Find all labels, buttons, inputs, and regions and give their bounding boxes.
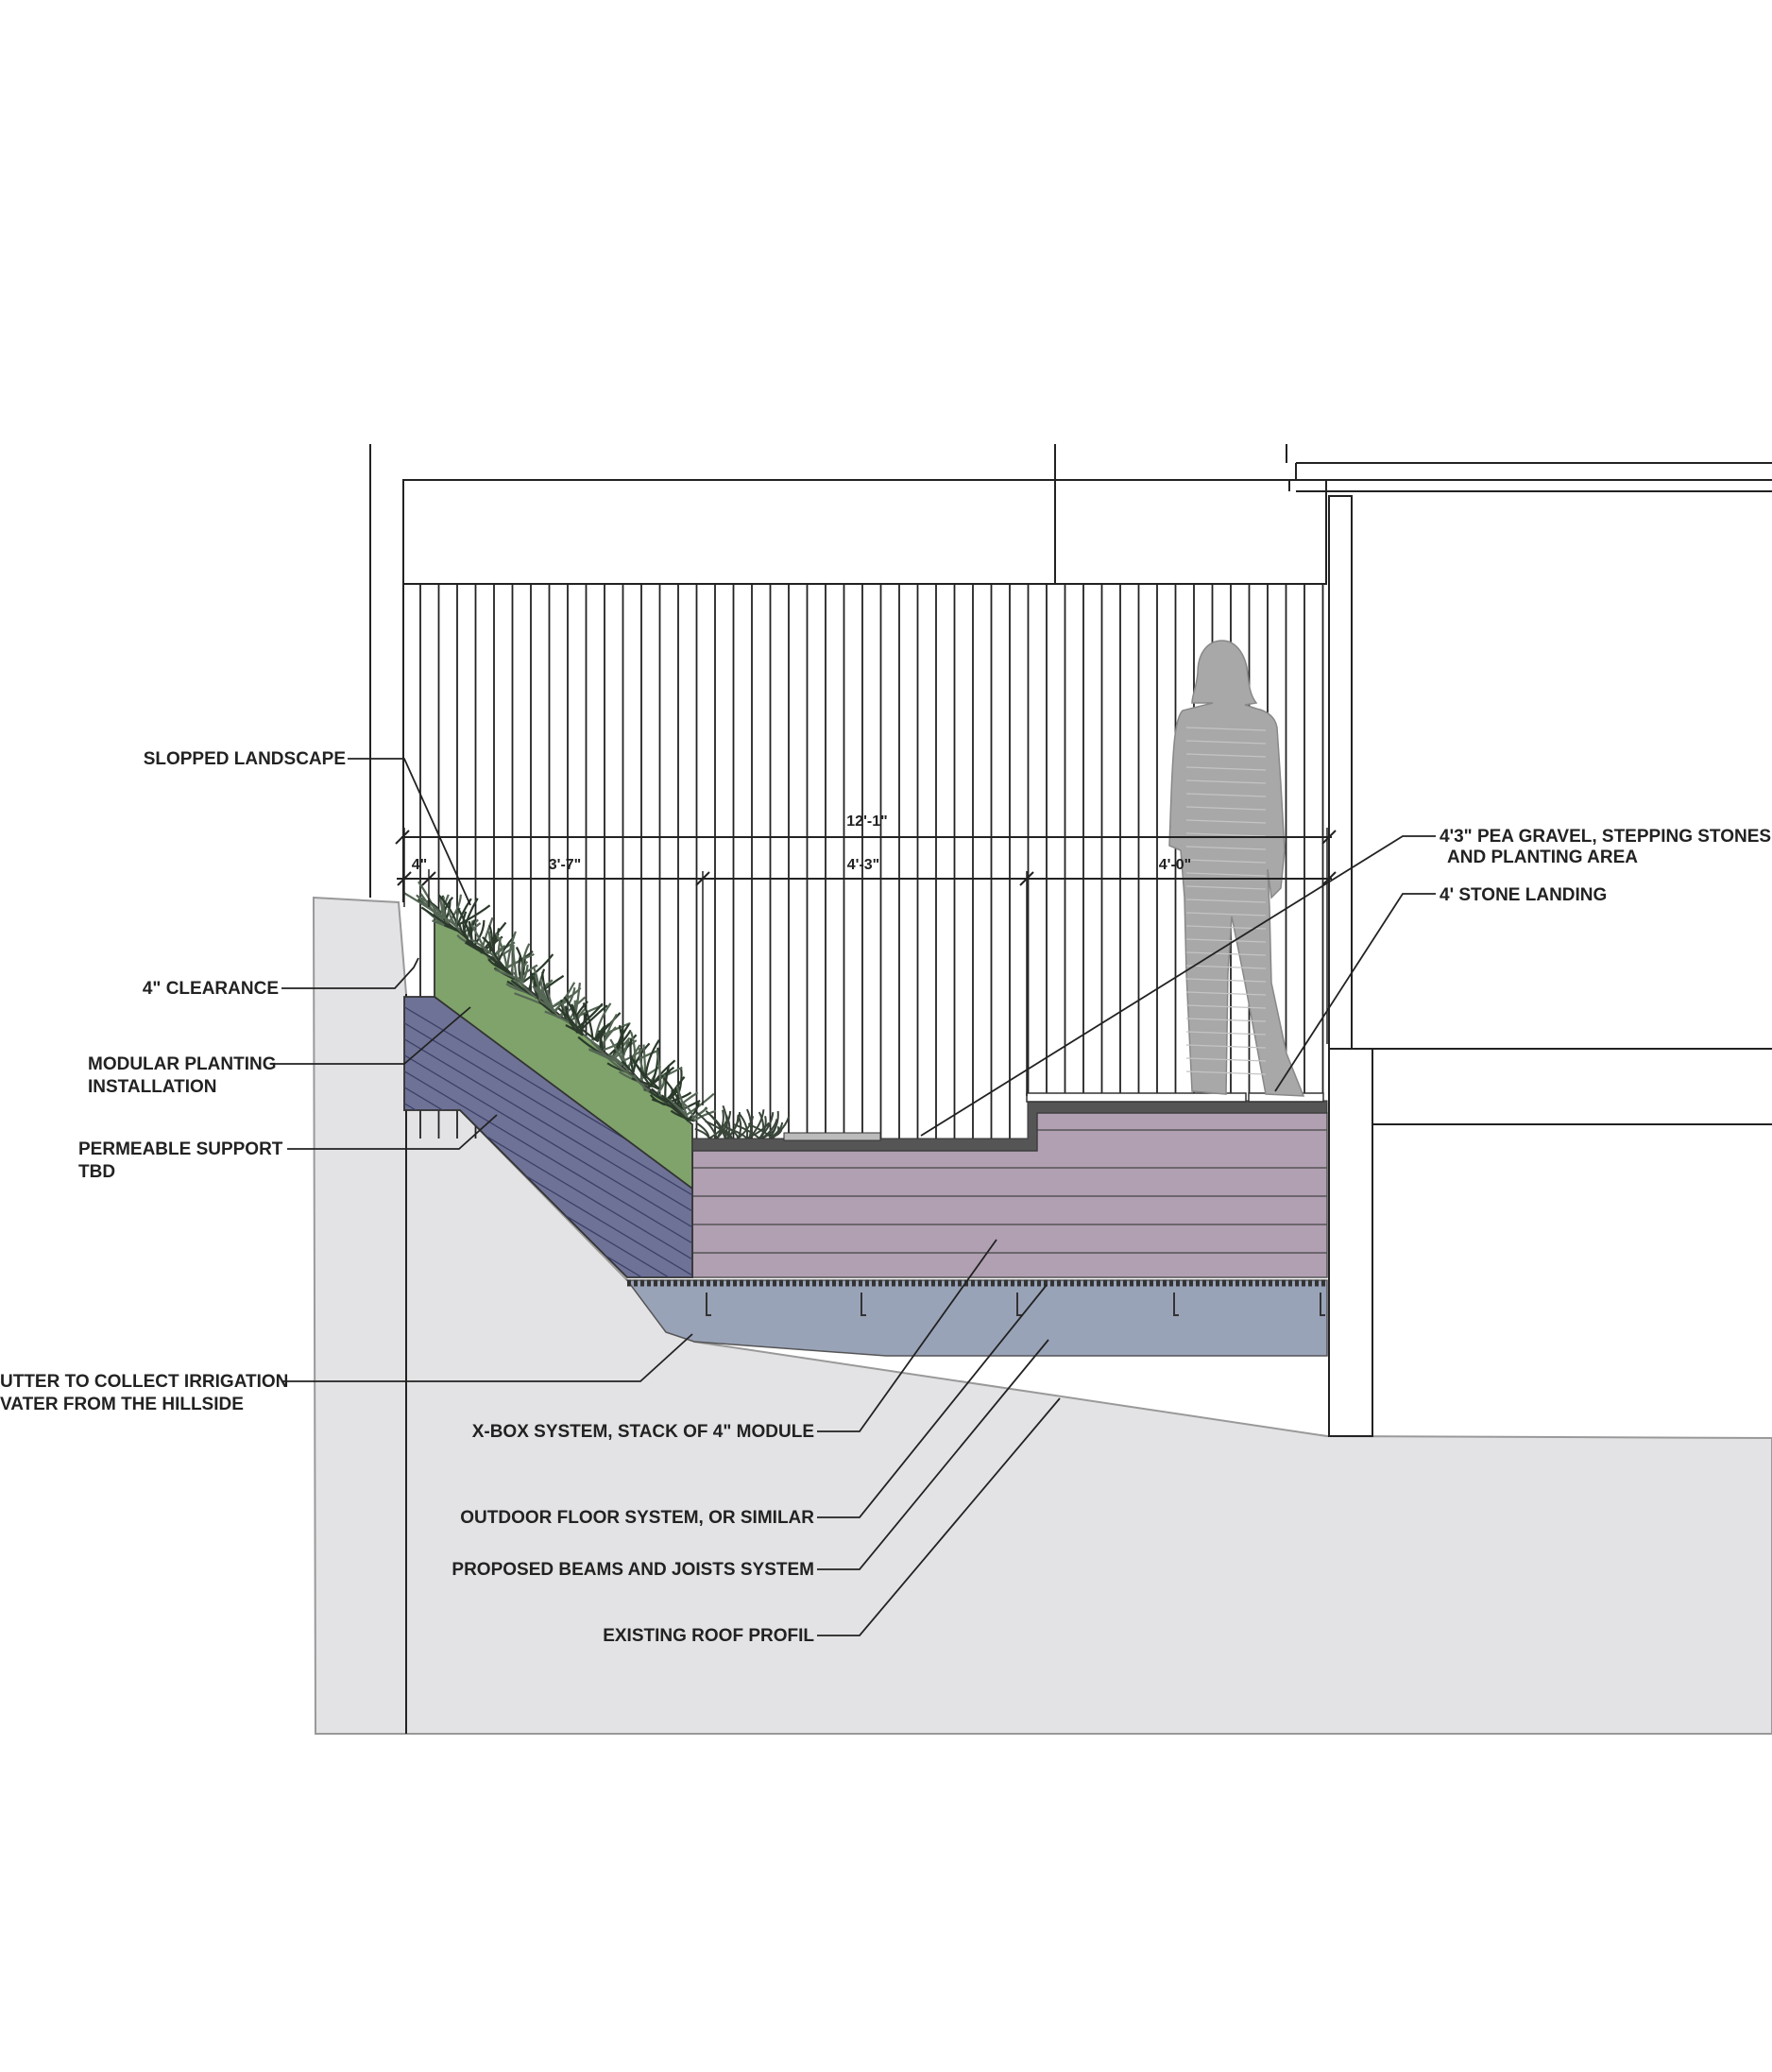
figure-folds [1185, 727, 1267, 1075]
dimension-strings: 12'-1" 4" 3'-7" 4'-3" 4'-0" [395, 813, 1337, 1105]
beams-joists-system [625, 1279, 1328, 1357]
label-sloped-landscape: SLOPPED LANDSCAPE [144, 749, 346, 769]
label-outdoor-floor: OUTDOOR FLOOR SYSTEM, OR SIMILAR [460, 1508, 814, 1528]
leader-lines [271, 758, 1436, 1636]
callout-labels: SLOPPED LANDSCAPE 4" CLEARANCE MODULAR P… [0, 749, 1771, 1646]
label-permeable-support-1: PERMEABLE SUPPORT [78, 1139, 283, 1159]
label-pea-gravel-2: AND PLANTING AREA [1447, 848, 1638, 867]
label-gutter-2: VATER FROM THE HILLSIDE [0, 1395, 244, 1414]
plant-foliage [402, 881, 791, 1139]
dimension-segment-4: 4'-0" [1159, 857, 1192, 873]
label-clearance: 4" CLEARANCE [143, 979, 279, 999]
pea-gravel-area [691, 1100, 1328, 1152]
dimension-segment-3: 4'-3" [847, 857, 880, 873]
xbox-module-courses [692, 1129, 1327, 1254]
fence-boards [419, 584, 1324, 1139]
label-gutter-1: UTTER TO COLLECT IRRIGATION [0, 1372, 288, 1392]
label-pea-gravel-1: 4'3" PEA GRAVEL, STEPPING STONES [1440, 827, 1771, 847]
label-xbox-system: X-BOX SYSTEM, STACK OF 4" MODULE [472, 1422, 814, 1442]
label-permeable-support-2: TBD [78, 1162, 115, 1182]
dimension-overall: 12'-1" [846, 813, 887, 830]
label-existing-roof: EXISTING ROOF PROFIL [603, 1626, 814, 1646]
joist-hangers [706, 1293, 1325, 1316]
dimension-segment-2: 3'-7" [549, 857, 582, 873]
adjacent-building [1286, 444, 1772, 1437]
dimension-segment-1: 4" [412, 857, 427, 873]
modular-planting-installation [434, 910, 693, 1190]
label-modular-planting-1: MODULAR PLANTING [88, 1054, 276, 1074]
label-stone-landing: 4' STONE LANDING [1440, 885, 1607, 905]
label-beams-joists: PROPOSED BEAMS AND JOISTS SYSTEM [452, 1560, 814, 1580]
label-modular-planting-2: INSTALLATION [88, 1077, 217, 1097]
fence-top-rail [402, 479, 1327, 585]
